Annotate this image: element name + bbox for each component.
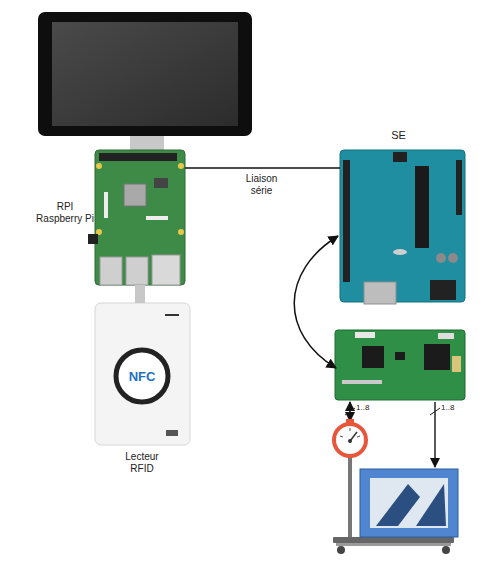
touch-display [38,12,252,151]
dial-tick [357,436,360,437]
usb-port [364,282,396,304]
mounting-hole [96,163,102,169]
ribbon-cable [130,136,164,151]
interface-board [335,330,465,400]
bin-body [360,469,458,537]
reader-case [95,303,190,445]
display-connector [104,192,108,218]
usb-port [126,257,148,285]
scale-platform [333,537,454,543]
mounting-hole [178,229,184,235]
connector [438,333,454,339]
display-screen [52,22,238,126]
scale-dial [334,424,366,456]
dial-pivot [348,439,352,443]
rfid-reader-drawing [95,303,190,445]
chip [395,352,405,360]
pin-header [456,160,462,215]
reader-led [165,314,179,316]
chip [154,178,168,188]
nfc-logo-text: NFC [114,369,170,384]
node-label: Raspberry Pi [33,213,97,225]
node-label: RPI [33,201,97,213]
audio-jack [88,234,98,244]
scale-wheel [337,546,345,554]
chip [362,346,384,368]
display-bezel [38,12,252,136]
chip [424,344,450,370]
mounting-hole [178,163,184,169]
microcontroller [415,166,429,248]
bus-width-label: 1..8 [356,403,378,413]
bin-window [370,478,448,528]
dial-tick [340,436,343,437]
bin-item [376,484,420,526]
component [452,356,461,372]
usb-cable [135,285,145,303]
node-label: SE [376,129,421,141]
bin-item [416,484,446,526]
resistor-row [342,380,382,384]
connector [355,332,375,338]
bus-slash [430,408,440,415]
scale-wheel [442,546,450,554]
camera-connector [146,216,168,220]
soc-chip [124,184,146,206]
arduino-board: SE [340,150,465,302]
arduino-drawing [340,150,465,304]
dial-tick [350,428,351,431]
scale-pole [348,456,352,539]
capacitor [448,253,458,263]
usb-port [100,257,122,285]
icsp-header [393,152,407,162]
bus-slash [345,408,355,415]
pcb [335,330,465,400]
pcb [95,150,185,285]
raspberry-pi-drawing [88,150,185,285]
node-label: Lecteur RFID [117,451,167,475]
pin-header [343,160,350,282]
double-arrow [294,236,338,368]
serial-link [185,167,340,169]
edge-label: Liaison série [237,173,287,197]
brand-mark [166,430,178,436]
gpio-header [99,153,177,161]
pcb [340,150,465,302]
power-jack [430,280,456,300]
capacitor [436,253,446,263]
scale-base [336,543,451,546]
crystal [393,249,407,255]
storage-bin [360,469,458,537]
raspberry-pi-board: RPIRaspberry Pi [95,150,185,285]
ethernet-port [152,255,180,285]
bus-width-label: 1..8 [441,403,463,413]
